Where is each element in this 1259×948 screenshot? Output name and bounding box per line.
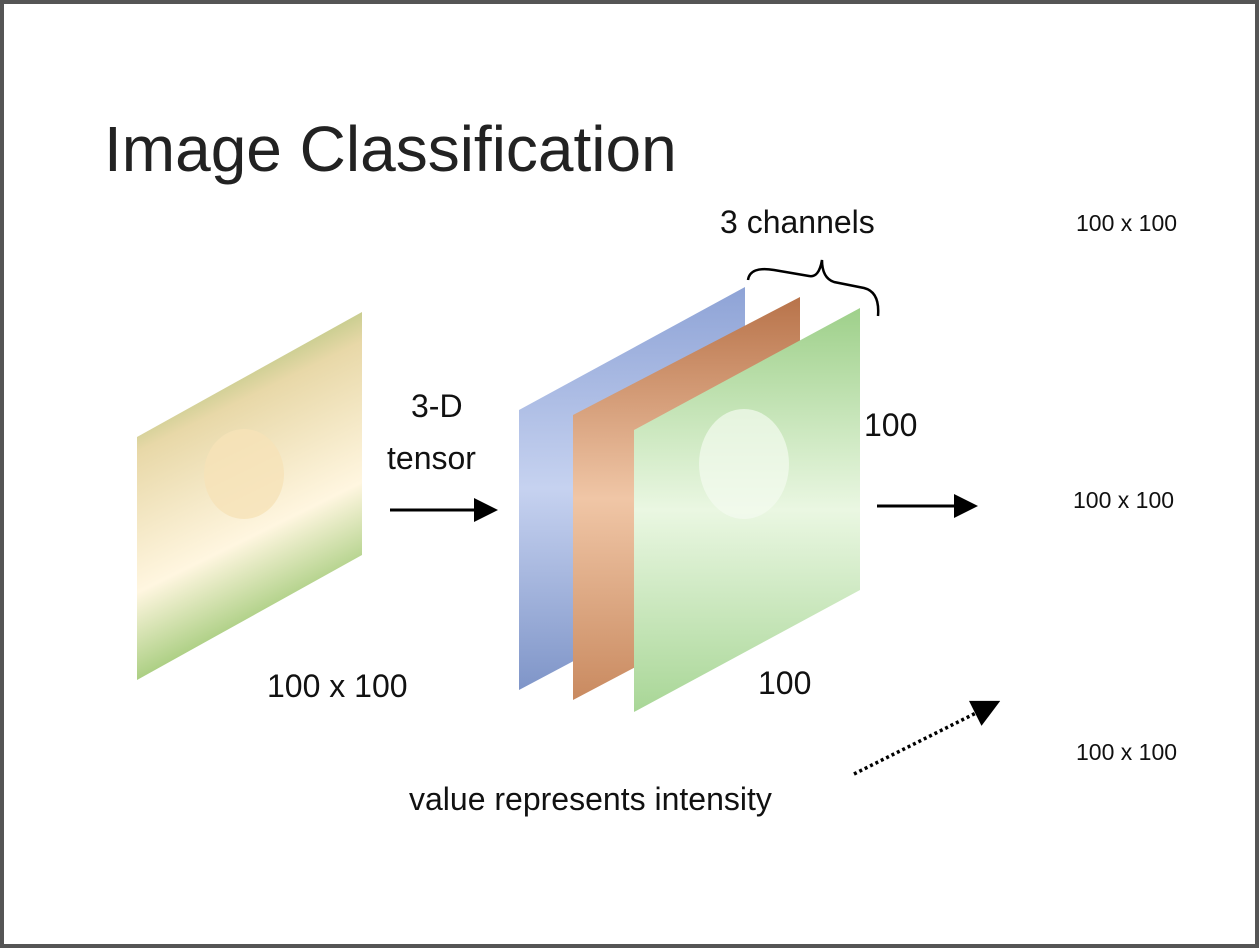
- brace-icon: [746, 259, 880, 317]
- tensor-width-label: 100: [758, 665, 812, 701]
- dotted-arrow: [853, 700, 1001, 776]
- channels-label: 3 channels: [720, 204, 875, 240]
- arrow-label-line1: 3-D: [411, 388, 463, 424]
- green-cat-face: [699, 409, 789, 519]
- diagram-graphics: [137, 259, 1001, 776]
- output-label-3: 100 x 100: [1076, 739, 1178, 765]
- slide-title: Image Classification: [104, 113, 677, 185]
- intensity-note: value represents intensity: [409, 781, 772, 817]
- slide: Image Classification: [4, 4, 1255, 944]
- tensor-height-label: 100: [864, 407, 918, 443]
- output-label-1: 100 x 100: [1076, 210, 1178, 236]
- arrow-label-line2: tensor: [387, 440, 476, 476]
- input-size-label: 100 x 100: [267, 668, 408, 704]
- cat-face: [204, 429, 284, 519]
- output-label-2: 100 x 100: [1073, 487, 1175, 513]
